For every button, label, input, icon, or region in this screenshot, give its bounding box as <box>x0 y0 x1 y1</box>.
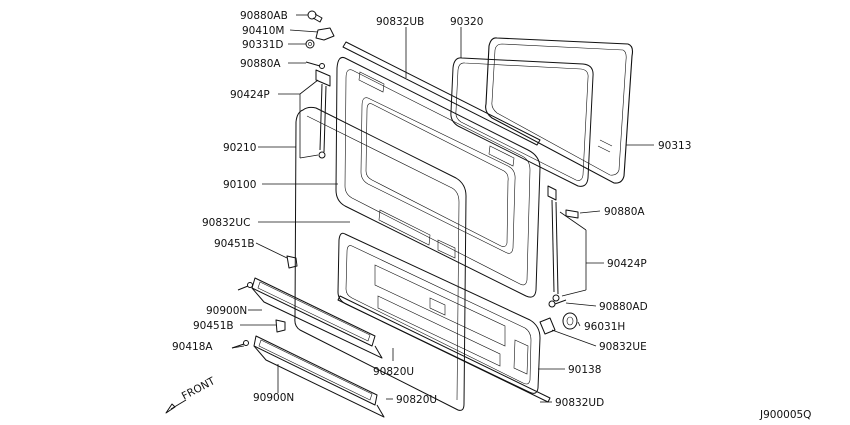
callout-90832ud: 90832UD <box>555 397 604 409</box>
front-direction-arrow <box>165 399 187 414</box>
callout-90451b-lower: 90451B <box>193 320 234 332</box>
callout-90410m: 90410M <box>242 25 284 37</box>
callout-90100: 90100 <box>223 179 256 191</box>
callout-90820u-upper: 90820U <box>373 366 414 378</box>
callout-90900n-lower: 90900N <box>253 392 294 404</box>
rear-glass-part <box>485 37 634 184</box>
bottom-moulding-part <box>337 295 551 403</box>
diagram-id: J900005Q <box>759 409 811 421</box>
callout-90320: 90320 <box>450 16 483 28</box>
left-stay-part <box>315 69 331 159</box>
callout-90418a: 90418A <box>172 341 213 353</box>
callout-90832uc: 90832UC <box>202 217 250 229</box>
callout-90820u-lower: 90820U <box>396 394 437 406</box>
leader-lines <box>231 14 654 403</box>
lower-trim-panels <box>251 277 385 418</box>
callout-90210: 90210 <box>223 142 256 154</box>
callout-96031h: 96031H <box>584 321 625 333</box>
lower-door-panel-part <box>337 232 541 394</box>
callout-90424p-left: 90424P <box>230 89 270 101</box>
callout-90832ub: 90832UB <box>376 16 424 28</box>
callout-90138: 90138 <box>568 364 601 376</box>
callout-90880ad: 90880AD <box>599 301 648 313</box>
right-stay-part <box>547 185 560 302</box>
callout-90880a-top: 90880A <box>240 58 281 70</box>
upper-door-panel-part <box>335 57 541 298</box>
callout-90880ab: 90880AB <box>240 10 288 22</box>
glass-weatherstrip-part <box>450 57 594 187</box>
callout-90331d: 90331D <box>242 39 284 51</box>
callout-90900n-upper: 90900N <box>206 305 247 317</box>
callout-90832ue: 90832UE <box>599 341 647 353</box>
callout-90880a-right: 90880A <box>604 206 645 218</box>
callout-90424p-right: 90424P <box>607 258 647 270</box>
top-moulding-part <box>342 41 541 146</box>
front-label: FRONT <box>180 375 218 403</box>
door-seal-part <box>294 106 467 411</box>
callout-90313: 90313 <box>658 140 691 152</box>
callout-90451b-upper: 90451B <box>214 238 255 250</box>
